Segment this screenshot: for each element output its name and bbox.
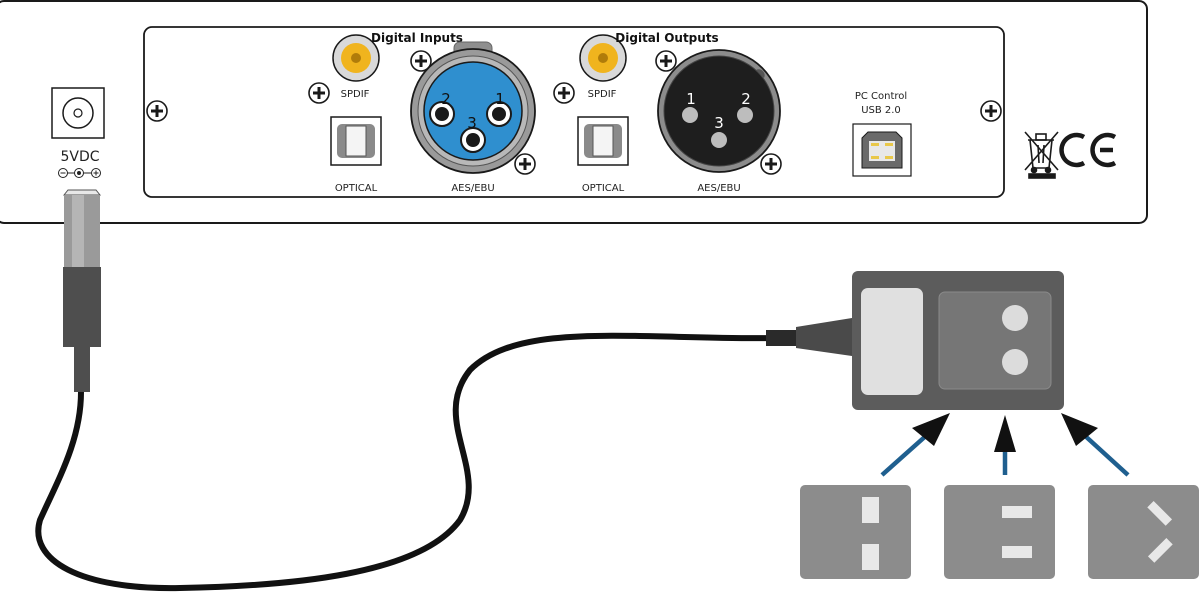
aes-ebu-output-xlr bbox=[657, 49, 781, 173]
spdif-output-rca bbox=[579, 34, 627, 82]
xlr-in-pin-3: 3 bbox=[467, 114, 477, 132]
xlr-in-pin-2: 2 bbox=[441, 90, 451, 108]
usb-b-port bbox=[852, 123, 912, 177]
plug-adapter-uk bbox=[800, 485, 911, 579]
xlr-out-pin-3: 3 bbox=[714, 114, 724, 132]
optical-output-port bbox=[577, 116, 629, 166]
dc-barrel-plug bbox=[62, 189, 102, 392]
power-cable bbox=[35, 332, 778, 592]
voltage-label: 5VDC bbox=[60, 149, 99, 165]
optical-input-label: OPTICAL bbox=[335, 183, 378, 194]
usb-label: USB 2.0 bbox=[861, 105, 901, 116]
screw-icon bbox=[308, 82, 330, 104]
aes-ebu-input-xlr bbox=[410, 41, 536, 174]
xlr-in-pin-1: 1 bbox=[495, 90, 505, 108]
xlr-out-pin-2: 2 bbox=[741, 90, 751, 108]
aes-ebu-input-label: AES/EBU bbox=[451, 183, 494, 194]
dc-power-jack bbox=[51, 87, 105, 139]
arrow-icon bbox=[994, 415, 1016, 475]
screw-icon bbox=[514, 153, 536, 175]
optical-output-label: OPTICAL bbox=[582, 183, 625, 194]
dc-polarity-icon bbox=[58, 168, 101, 178]
plug-adapter-au bbox=[1088, 485, 1199, 579]
ce-icon bbox=[1059, 132, 1117, 168]
digital-inputs-title: Digital Inputs bbox=[371, 31, 463, 45]
xlr-out-pin-1: 1 bbox=[686, 90, 696, 108]
spdif-input-rca bbox=[332, 34, 380, 82]
screw-icon bbox=[410, 50, 432, 72]
screw-icon bbox=[760, 153, 782, 175]
screw-icon bbox=[655, 50, 677, 72]
pc-control-label: PC Control bbox=[855, 91, 907, 102]
plug-adapter-us bbox=[944, 485, 1055, 579]
spdif-input-label: SPDIF bbox=[341, 89, 370, 100]
power-adapter bbox=[766, 271, 1064, 410]
screw-icon bbox=[980, 100, 1002, 122]
arrow-icon bbox=[880, 413, 950, 477]
screw-icon bbox=[146, 100, 168, 122]
screw-icon bbox=[553, 82, 575, 104]
arrow-icon bbox=[1061, 413, 1130, 477]
spdif-output-label: SPDIF bbox=[588, 89, 617, 100]
digital-outputs-title: Digital Outputs bbox=[615, 31, 718, 45]
optical-input-port bbox=[330, 116, 382, 166]
aes-ebu-output-label: AES/EBU bbox=[697, 183, 740, 194]
weee-bin-icon bbox=[1024, 131, 1059, 179]
